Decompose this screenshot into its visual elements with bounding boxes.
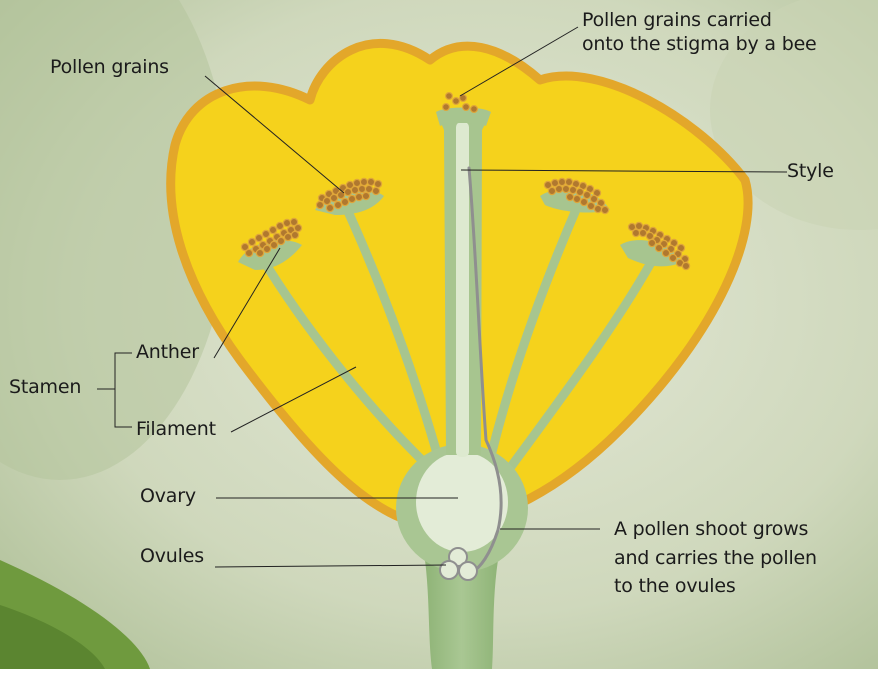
label-pollen-on-stigma: Pollen grains carried onto the stigma by… [582,9,817,57]
label-pollen-grains: Pollen grains [50,56,169,80]
label-style: Style [787,160,834,184]
ovule-3 [459,562,477,580]
label-stamen: Stamen [9,376,81,400]
label-pollen-shoot: A pollen shoot grows and carries the pol… [614,515,817,601]
style-core [456,122,469,457]
label-ovules: Ovules [140,545,204,569]
label-filament: Filament [136,418,216,442]
label-ovary: Ovary [140,485,196,509]
label-anther: Anther [136,341,199,365]
ovule-2 [440,561,458,579]
